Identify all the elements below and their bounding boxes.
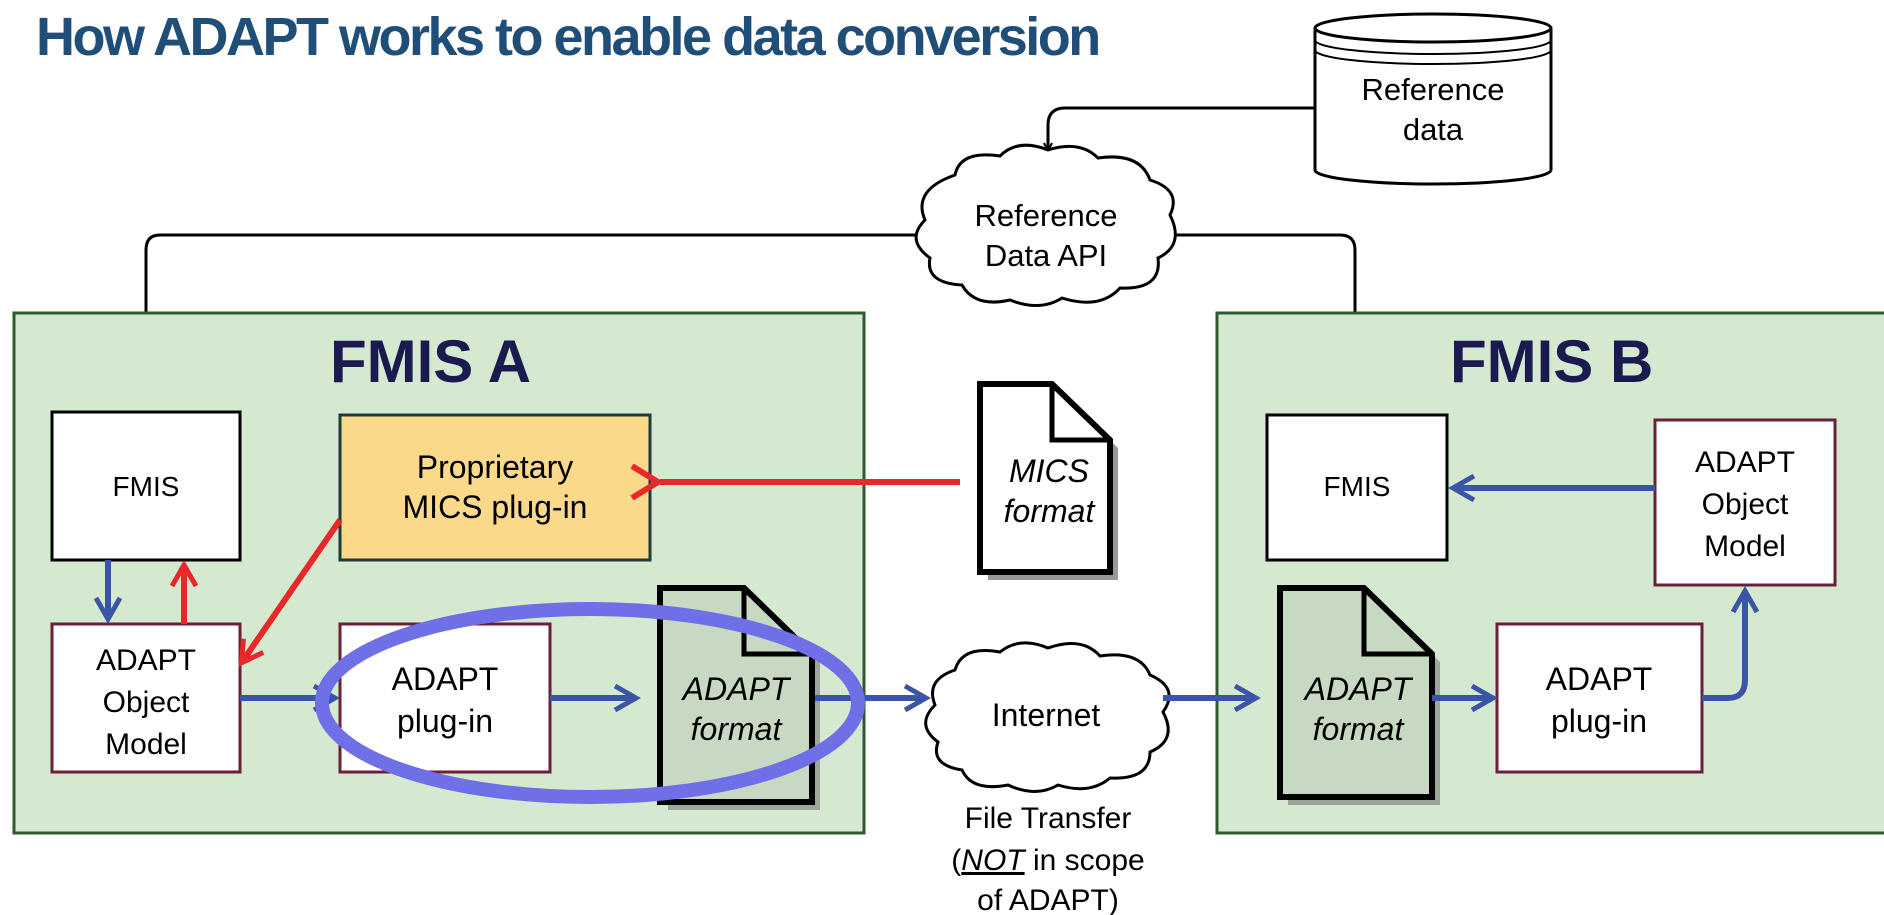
file-transfer-line-3: of ADAPT) — [977, 884, 1119, 915]
reference-data-label-1: Reference — [1361, 72, 1504, 107]
adapt-model-a-label-1: ADAPT — [96, 644, 196, 677]
file-transfer-not: NOT — [961, 844, 1027, 877]
file-transfer-close-paren: ) — [1109, 884, 1119, 915]
mics-format-label-1: MICS — [1009, 453, 1089, 489]
adapt-model-b-label-2: Object — [1702, 488, 1789, 521]
adapt-model-b-label-1: ADAPT — [1695, 446, 1795, 479]
adapt-format-a-label-1: ADAPT — [681, 671, 792, 707]
highlight-ellipse — [315, 602, 865, 804]
adapt-model-a-label-2: Object — [103, 686, 190, 719]
connector-api-to-fmis-a — [146, 233, 918, 408]
fmis-a-box: FMIS — [50, 410, 242, 562]
mics-format-label-2: format — [1004, 493, 1096, 529]
file-transfer-of-adapt: of ADAPT — [977, 884, 1109, 915]
arrow-proprietary-to-model-a — [242, 518, 343, 662]
file-transfer-line-1: File Transfer — [965, 802, 1132, 835]
adapt-plugin-b: ADAPT plug-in — [1495, 622, 1704, 774]
adapt-format-b-document: ADAPT format — [1277, 585, 1440, 805]
fmis-b-box-label: FMIS — [1324, 471, 1391, 502]
fmis-b-title: FMIS B — [1450, 328, 1653, 395]
internet-label: Internet — [992, 697, 1101, 733]
mics-format-document: MICS format — [977, 381, 1118, 580]
proprietary-mics-plugin: Proprietary MICS plug-in — [338, 413, 652, 562]
file-transfer-line-2: (NOT in scope — [951, 844, 1144, 877]
adapt-format-a-label-2: format — [691, 711, 783, 747]
page-title: How ADAPT works to enable data conversio… — [36, 7, 1101, 67]
arrow-plugin-b-to-model-b — [1702, 592, 1745, 701]
red-arrows — [184, 482, 960, 662]
adapt-object-model-b: ADAPT Object Model — [1653, 418, 1837, 587]
adapt-model-b-label-3: Model — [1704, 530, 1786, 563]
connector-api-to-fmis-b — [1172, 233, 1355, 410]
reference-api-label-2: Data API — [985, 238, 1107, 273]
fmis-a-box-label: FMIS — [113, 471, 180, 502]
adapt-format-b-label-1: ADAPT — [1303, 671, 1414, 707]
adapt-plugin-a-label-2: plug-in — [397, 703, 493, 739]
proprietary-label-2: MICS plug-in — [403, 489, 588, 525]
fmis-a-title: FMIS A — [330, 328, 531, 395]
reference-data-label-2: data — [1403, 112, 1464, 147]
adapt-model-a-label-3: Model — [105, 728, 187, 761]
proprietary-label-1: Proprietary — [417, 449, 574, 485]
adapt-plugin-b-label-2: plug-in — [1551, 703, 1647, 739]
internet-cloud: Internet — [924, 641, 1171, 793]
adapt-plugin-a: ADAPT plug-in — [338, 622, 552, 774]
adapt-format-b-label-2: format — [1313, 711, 1405, 747]
adapt-object-model-a: ADAPT Object Model — [50, 622, 242, 774]
file-transfer-in-scope: in scope — [1025, 844, 1145, 877]
reference-api-label-1: Reference — [974, 198, 1117, 233]
adapt-plugin-a-label-1: ADAPT — [392, 661, 499, 697]
reference-data-cylinder: Reference data — [1313, 12, 1553, 186]
reference-api-cloud: Reference Data API — [914, 143, 1177, 307]
adapt-plugin-b-label-1: ADAPT — [1546, 661, 1653, 697]
connector-data-to-api — [1048, 106, 1315, 150]
fmis-b-box: FMIS — [1265, 413, 1449, 562]
file-transfer-open-paren: ( — [951, 844, 961, 877]
